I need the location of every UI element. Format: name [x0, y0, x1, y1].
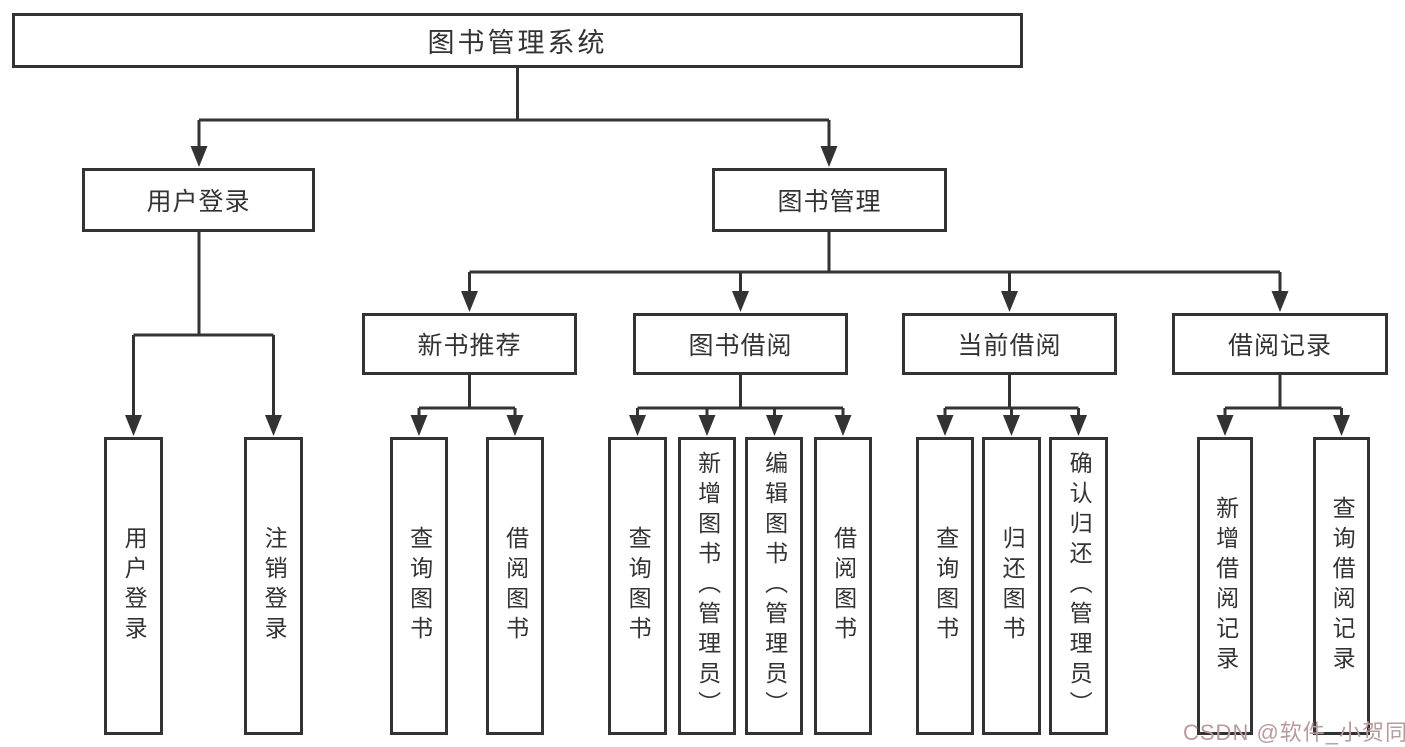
leaf-query-books-recommend: 查询图书 — [390, 437, 448, 735]
leaf-query-borrow-record: 查询借阅记录 — [1313, 437, 1370, 735]
node-book-management: 图书管理 — [712, 168, 947, 232]
leaf-edit-book-admin: 编辑图书（管理员） — [745, 437, 803, 735]
leaf-borrow-books: 借阅图书 — [814, 437, 872, 735]
leaf-query-books-borrow: 查询图书 — [608, 437, 667, 735]
node-new-book-recommend: 新书推荐 — [362, 313, 577, 375]
leaf-return-books: 归还图书 — [982, 437, 1041, 735]
leaf-add-book-admin: 新增图书（管理员） — [678, 437, 736, 735]
leaf-logout: 注销登录 — [244, 437, 303, 735]
node-borrow-records: 借阅记录 — [1172, 313, 1388, 375]
leaf-borrow-books-recommend: 借阅图书 — [486, 437, 544, 735]
node-library-system: 图书管理系统 — [12, 13, 1023, 68]
leaf-confirm-return-admin: 确认归还（管理员） — [1049, 437, 1108, 735]
leaf-user-login: 用户登录 — [104, 437, 163, 735]
node-book-borrow: 图书借阅 — [633, 313, 848, 375]
leaf-query-books-current: 查询图书 — [916, 437, 974, 735]
watermark: CSDN @软件_小贺同学 — [1183, 720, 1405, 745]
node-current-borrow: 当前借阅 — [902, 313, 1117, 375]
leaf-add-borrow-record: 新增借阅记录 — [1197, 437, 1253, 735]
node-user-login: 用户登录 — [82, 168, 315, 232]
